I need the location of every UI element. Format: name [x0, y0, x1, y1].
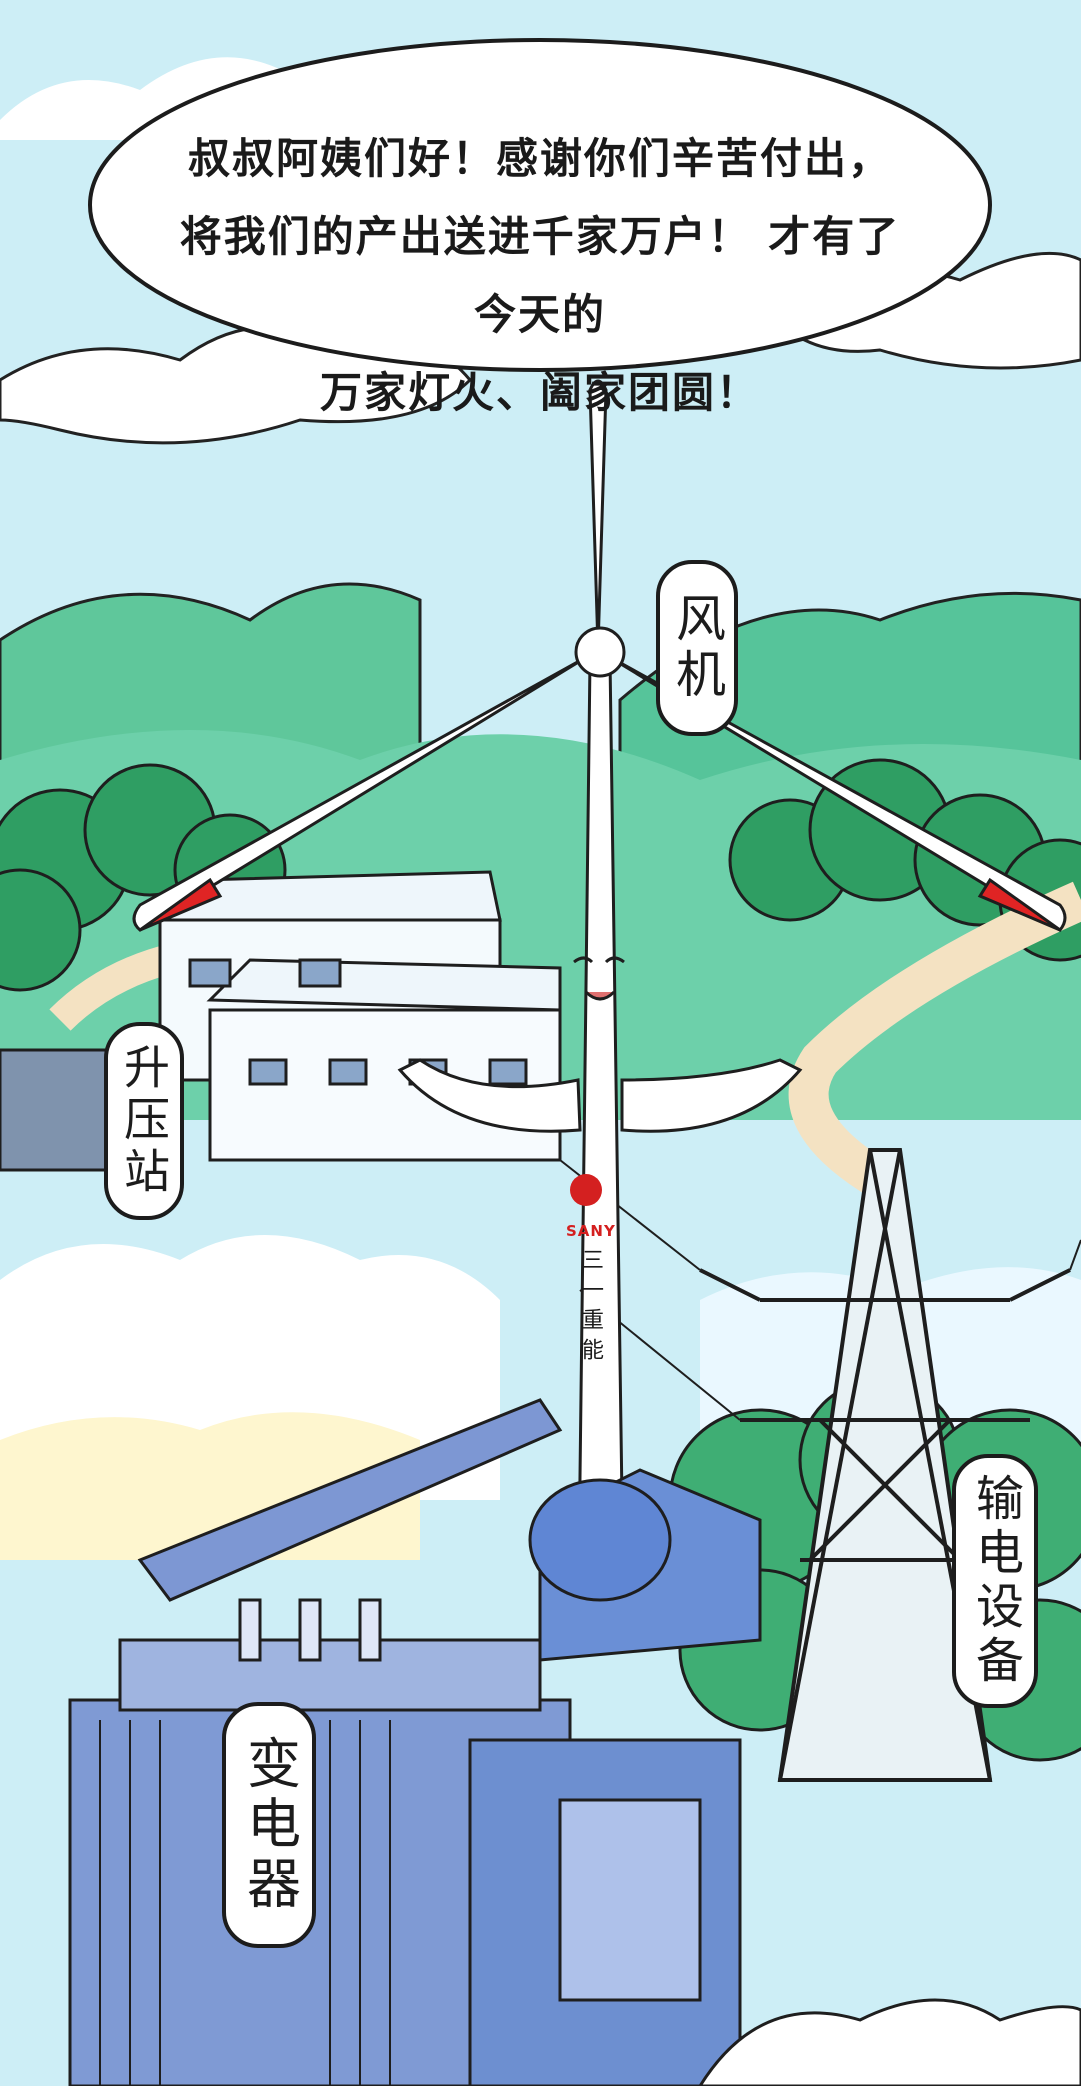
speech-bubble: [88, 38, 992, 372]
turbine-arm: [620, 1058, 803, 1133]
label-booster-station: 升压站: [104, 1022, 184, 1220]
speech-line-1: 叔叔阿姨们好！感谢你们辛苦付出，: [187, 134, 892, 183]
brand-cn: 三一重能: [578, 1248, 603, 1368]
brand-en: SANY: [566, 1222, 616, 1240]
cloud: [698, 1998, 1081, 2086]
label-transformer: 变电器: [222, 1702, 316, 1948]
turbine-face: [573, 956, 625, 1001]
speech-line-3: 万家灯火、阖家团圆！: [319, 368, 760, 417]
turbine-hub: [574, 626, 626, 678]
transformer-equipment: [68, 1398, 762, 2086]
sany-logo-icon: [570, 1174, 602, 1206]
road: [788, 881, 1081, 1198]
transformer-fins: [99, 1720, 391, 2086]
transmission-tower: [699, 1148, 1071, 1782]
turbine-arm: [397, 1058, 582, 1133]
label-transmission-equipment: 输电设备: [952, 1454, 1038, 1708]
speech-bubble-text: 叔叔阿姨们好！感谢你们辛苦付出， 将我们的产出送进千家万户！ 才有了今天的 万家…: [170, 120, 910, 432]
speech-line-2: 将我们的产出送进千家万户！ 才有了今天的: [179, 212, 901, 339]
label-wind-turbine: 风机: [656, 560, 738, 736]
